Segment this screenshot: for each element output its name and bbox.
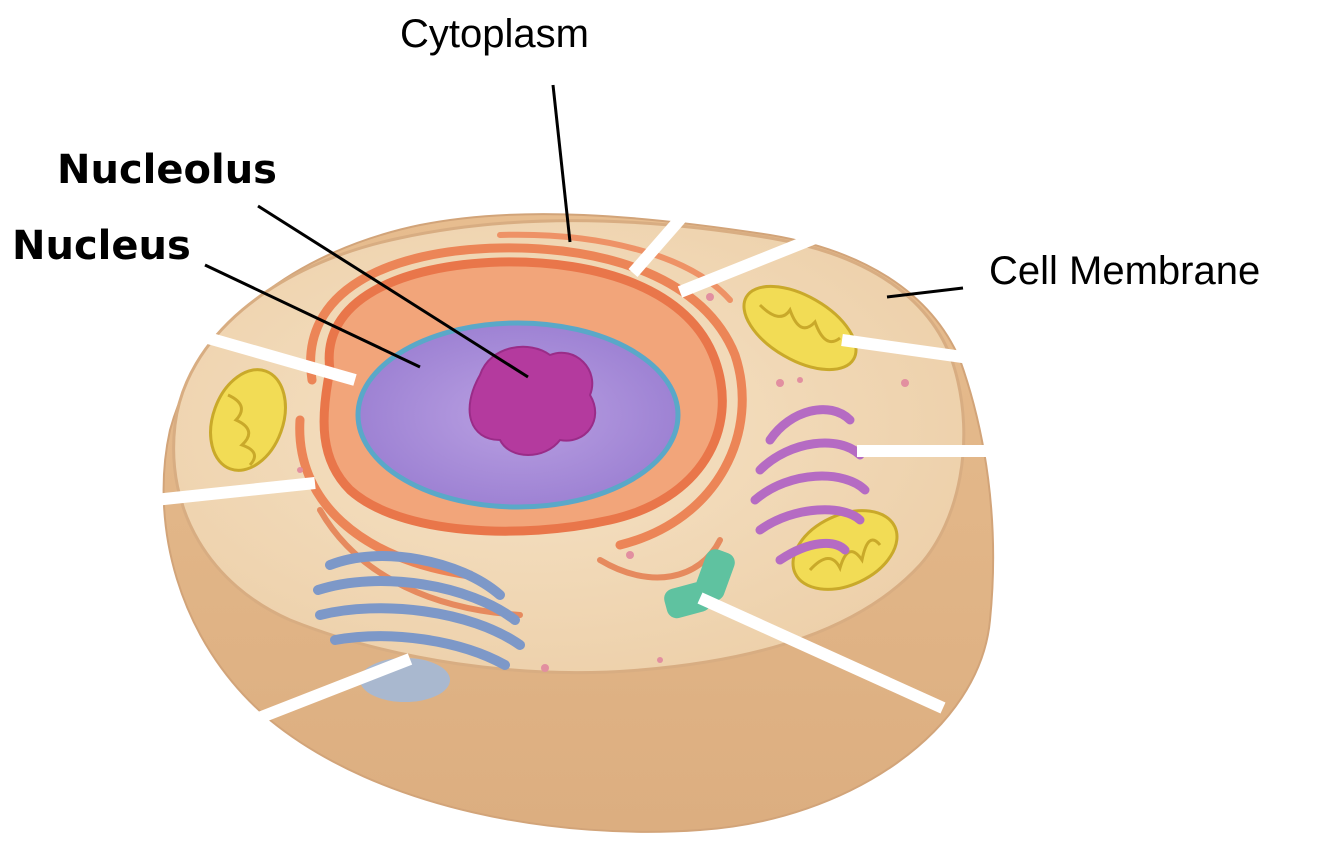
nucleus-label: Nucleus — [12, 226, 191, 266]
nucleolus-label: Nucleolus — [57, 150, 277, 190]
cytoplasm-label: Cytoplasm — [400, 14, 589, 54]
cell-membrane-label: Cell Membrane — [989, 251, 1260, 291]
nucleolus-body — [470, 347, 596, 455]
